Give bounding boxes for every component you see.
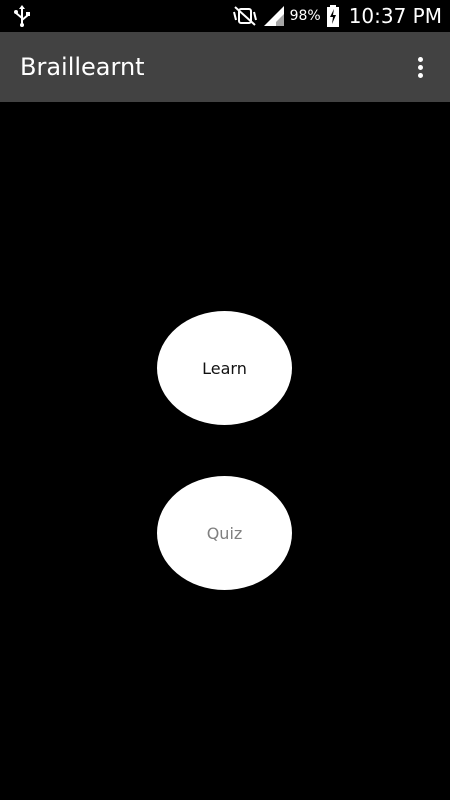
usb-icon xyxy=(12,5,32,27)
app-bar: Braillearnt xyxy=(0,32,450,102)
menu-dot xyxy=(417,72,423,78)
quiz-button[interactable]: Quiz xyxy=(157,476,292,590)
signal-icon xyxy=(263,6,284,26)
app-title: Braillearnt xyxy=(20,53,145,81)
status-bar: 98% 10:37 PM xyxy=(0,0,450,32)
vibrate-mute-icon xyxy=(232,6,258,26)
battery-charging-icon xyxy=(326,5,339,27)
menu-dot xyxy=(417,56,423,62)
learn-button[interactable]: Learn xyxy=(157,311,292,425)
menu-dot xyxy=(417,64,423,70)
main-content: Learn Quiz xyxy=(0,102,450,800)
battery-percent: 98% xyxy=(289,8,321,24)
overflow-menu-icon[interactable] xyxy=(400,47,440,87)
clock: 10:37 PM xyxy=(348,4,442,28)
